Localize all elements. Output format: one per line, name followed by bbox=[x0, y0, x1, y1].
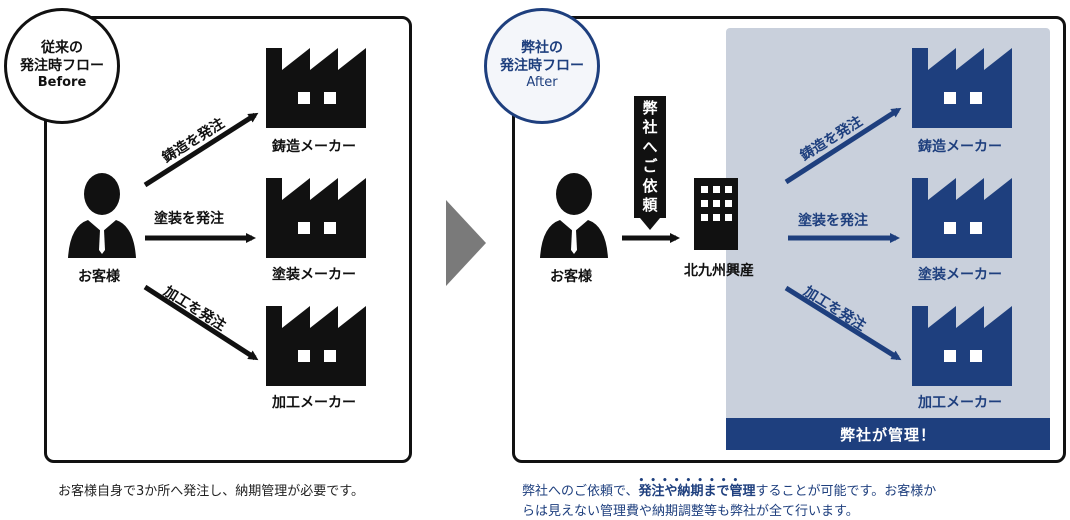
after-caption-line2: らは見えない管理費や納期調整等も弊社が全て行います。 bbox=[522, 504, 859, 519]
before-badge: 従来の 発注時フロー Before bbox=[4, 8, 120, 124]
request-char: 弊 bbox=[642, 98, 658, 117]
request-pointer bbox=[640, 218, 660, 230]
after-caption-em-text: 発注や納期まで管理 bbox=[638, 484, 756, 499]
arrow-processing bbox=[143, 284, 259, 361]
factory-icon bbox=[912, 306, 1012, 386]
request-char: 社 bbox=[642, 118, 658, 136]
factory-icon bbox=[912, 48, 1012, 128]
before-arrow-label-painting: 塗装を発注 bbox=[154, 211, 224, 227]
request-char: 依 bbox=[642, 176, 658, 195]
before-arrows bbox=[143, 112, 259, 361]
company-label: 北九州興産 bbox=[684, 263, 754, 279]
before-badge-line2: 発注時フロー bbox=[20, 57, 104, 74]
before-maker-processing: 加工メーカー bbox=[272, 395, 356, 411]
after-customer-label: お客様 bbox=[550, 269, 592, 285]
after-badge-line1: 弊社の bbox=[521, 40, 563, 57]
customer-person-icon bbox=[68, 173, 136, 258]
request-char: 頼 bbox=[642, 196, 658, 214]
office-building-icon bbox=[694, 178, 738, 250]
factory-icon bbox=[912, 178, 1012, 258]
after-badge: 弊社の 発注時フロー After bbox=[484, 8, 600, 124]
after-caption-emphasis: •••••••••発注や納期まで管理 bbox=[638, 476, 756, 499]
before-maker-casting: 鋳造メーカー bbox=[272, 139, 356, 155]
chevron-right-icon bbox=[446, 200, 486, 286]
before-customer-label: お客様 bbox=[78, 269, 120, 285]
after-caption-pre: 弊社へのご依頼で、 bbox=[522, 484, 639, 499]
customer-person-icon bbox=[540, 173, 608, 258]
request-char: ご bbox=[642, 157, 658, 175]
after-maker-painting: 塗装メーカー bbox=[918, 267, 1002, 283]
request-char: へ bbox=[642, 137, 658, 156]
after-badge-line2: 発注時フロー bbox=[500, 57, 584, 74]
management-banner: 弊社が管理！ bbox=[726, 418, 1050, 450]
emphasis-dots: ••••••••• bbox=[638, 476, 745, 486]
after-caption-line1: 弊社へのご依頼で、•••••••••発注や納期まで管理することが可能です。お客様… bbox=[522, 476, 937, 499]
before-badge-line3: Before bbox=[37, 75, 87, 91]
after-badge-line3: After bbox=[526, 75, 558, 91]
arrow-processing bbox=[784, 285, 902, 361]
factory-icon bbox=[266, 178, 366, 258]
factory-icon bbox=[266, 306, 366, 386]
after-maker-processing: 加工メーカー bbox=[918, 395, 1002, 411]
before-caption: お客様自身で3か所へ発注し、納期管理が必要です。 bbox=[58, 484, 364, 499]
factory-icon bbox=[266, 48, 366, 128]
before-maker-painting: 塗装メーカー bbox=[272, 267, 356, 283]
arrow-casting bbox=[784, 107, 902, 185]
after-maker-casting: 鋳造メーカー bbox=[918, 139, 1002, 155]
after-arrows bbox=[622, 107, 902, 361]
after-arrow-label-painting: 塗装を発注 bbox=[798, 213, 868, 229]
request-label: 弊 社 へ ご 依 頼 bbox=[634, 96, 666, 218]
arrow-casting bbox=[143, 112, 259, 188]
after-caption-post: することが可能です。お客様か bbox=[755, 484, 937, 499]
before-badge-line1: 従来の bbox=[41, 40, 83, 57]
